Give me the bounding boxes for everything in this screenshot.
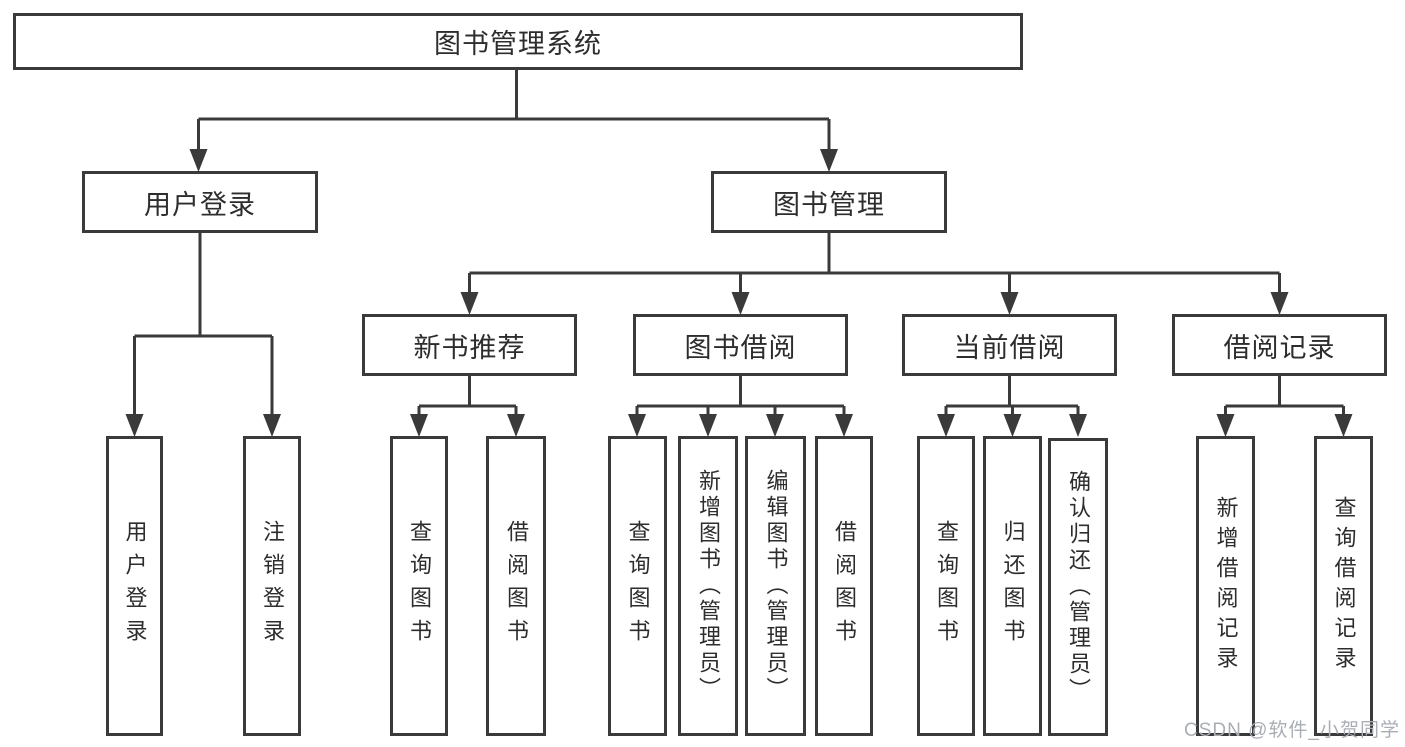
node-label: 查询图书 xyxy=(934,520,959,652)
leaf-add-record: 新增借阅记录 xyxy=(1196,436,1255,736)
node-borrow-records: 借阅记录 xyxy=(1172,314,1387,376)
node-label: 用户登录 xyxy=(144,189,256,220)
csdn-watermark: CSDN @软件_小贺同学 xyxy=(1184,720,1400,741)
leaf-borrow-books-2: 借阅图书 xyxy=(815,436,873,736)
leaf-user-login: 用户登录 xyxy=(106,436,163,736)
leaf-query-books-1: 查询图书 xyxy=(390,436,448,736)
node-label: 查询借阅记录 xyxy=(1331,496,1357,676)
node-current-borrow: 当前借阅 xyxy=(902,314,1117,376)
node-label: 图书管理系统 xyxy=(434,29,602,59)
node-label: 当前借阅 xyxy=(953,332,1066,363)
node-label: 新增借阅记录 xyxy=(1213,496,1239,676)
leaf-borrow-books-1: 借阅图书 xyxy=(486,436,546,736)
node-root: 图书管理系统 xyxy=(13,13,1023,70)
leaf-add-books: 新增图书（管理员） xyxy=(678,436,738,736)
node-label: 新增图书（管理员） xyxy=(696,469,721,703)
node-label: 图书管理 xyxy=(773,189,885,220)
node-label: 查询图书 xyxy=(625,520,651,652)
leaf-return-books: 归还图书 xyxy=(983,436,1042,736)
node-label: 编辑图书（管理员） xyxy=(763,469,789,703)
node-label: 查询图书 xyxy=(407,520,432,652)
node-book-borrow: 图书借阅 xyxy=(633,314,848,376)
leaf-logout: 注销登录 xyxy=(243,436,301,736)
node-label: 确认归还（管理员） xyxy=(1066,470,1091,704)
node-new-books: 新书推荐 xyxy=(362,314,577,376)
node-label: 借阅图书 xyxy=(504,520,529,652)
node-label: 注销登录 xyxy=(260,520,285,652)
node-user-login: 用户登录 xyxy=(82,171,318,233)
leaf-query-books-3: 查询图书 xyxy=(917,436,975,736)
node-label: 图书借阅 xyxy=(684,332,797,363)
node-label: 新书推荐 xyxy=(413,332,526,363)
node-label: 归还图书 xyxy=(1000,520,1026,652)
node-book-mgmt: 图书管理 xyxy=(711,171,947,233)
leaf-confirm-return: 确认归还（管理员） xyxy=(1048,438,1108,736)
node-label: 用户登录 xyxy=(122,520,148,652)
node-label: 借阅图书 xyxy=(832,520,857,652)
node-label: 借阅记录 xyxy=(1223,332,1336,363)
leaf-query-books-2: 查询图书 xyxy=(608,436,667,736)
leaf-edit-books: 编辑图书（管理员） xyxy=(745,436,806,736)
leaf-query-record: 查询借阅记录 xyxy=(1314,436,1373,736)
